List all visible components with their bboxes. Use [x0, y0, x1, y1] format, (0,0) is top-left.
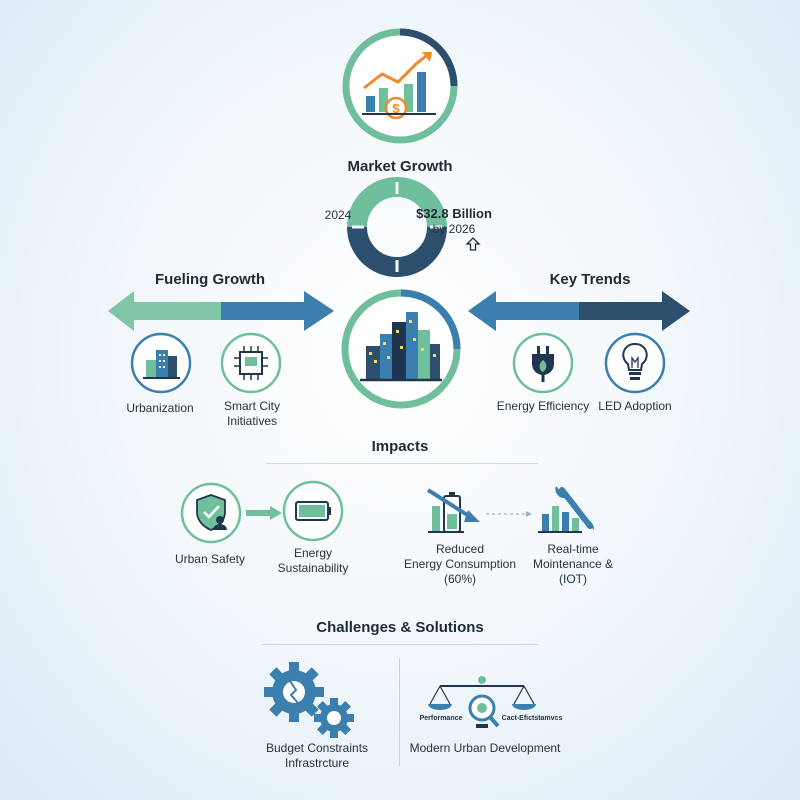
energy-sustainability-line1: Energy — [293, 546, 333, 560]
realtime-maintenance-line2: Mointenance & — [532, 557, 614, 571]
budget-constraints-line2: Infrastrcture — [284, 756, 350, 770]
fueling-growth-arrow — [108, 291, 334, 331]
scale-left-label: Performance — [419, 715, 463, 722]
challenges-vertical-divider — [399, 658, 400, 766]
dashed-connector — [486, 511, 532, 517]
smart-city-label-line1: Smart City — [223, 399, 280, 413]
urbanization-label: Urbanization — [126, 401, 194, 415]
fueling-growth-title: Fueling Growth — [155, 271, 265, 288]
battery-icon — [282, 480, 344, 542]
realtime-maintenance-line1: Real-time — [547, 542, 599, 556]
gears-icon — [264, 662, 354, 738]
led-adoption-label: LED Adoption — [598, 399, 672, 413]
budget-constraints-line1: Budget Constraints — [265, 741, 369, 755]
market-by-year: by 2026 — [432, 222, 476, 236]
svg-text:$: $ — [392, 101, 400, 116]
light-bulb-icon — [604, 332, 666, 394]
scale-right-label: Cact-Efictstamvcs — [501, 715, 563, 722]
reduced-energy-line2: Energy Consumption — [403, 557, 517, 571]
market-donut — [347, 177, 447, 277]
balance-scale-icon — [428, 676, 536, 728]
impacts-divider — [266, 463, 538, 464]
shield-person-icon — [180, 482, 242, 544]
smart-city-label-line2: Initiatives — [226, 414, 278, 428]
budget-constraints-label: Budget Constraints Infrastrcture — [252, 741, 382, 771]
key-trends-arrow — [468, 291, 690, 331]
buildings-icon — [130, 332, 192, 394]
market-growth-title: Market Growth — [347, 158, 453, 175]
flow-arrow-icon — [246, 506, 282, 520]
circuit-chip-icon — [220, 332, 282, 394]
impacts-title: Impacts — [371, 438, 429, 455]
realtime-maintenance-label: Real-time Mointenance & (IOT) — [518, 542, 628, 587]
reduced-energy-line3: (60%) — [443, 572, 476, 586]
energy-sustainability-line2: Sustainability — [277, 561, 349, 575]
challenges-title: Challenges & Solutions — [316, 619, 484, 636]
key-trends-title: Key Trends — [549, 271, 631, 288]
market-year-start: 2024 — [324, 208, 352, 222]
smart-city-skyline-icon — [341, 289, 461, 409]
reduced-energy-line1: Reduced — [435, 542, 485, 556]
market-value: $32.8 Billion — [416, 206, 492, 221]
urban-safety-label: Urban Safety — [174, 552, 246, 566]
smart-city-label: Smart City Initiatives — [200, 399, 304, 429]
reduced-energy-label: Reduced Energy Consumption (60%) — [398, 542, 522, 587]
up-arrow-icon — [465, 237, 481, 251]
realtime-maintenance-line3: (IOT) — [559, 572, 587, 586]
energy-efficiency-label: Energy Efficiency — [496, 399, 590, 413]
energy-sustainability-label: Energy Sustainability — [263, 546, 363, 576]
leaf-plug-icon — [512, 332, 574, 394]
market-growth-icon: $ — [342, 28, 458, 144]
modern-urban-label: Modern Urban Development — [409, 741, 561, 755]
challenges-divider — [262, 644, 538, 645]
wrench-bars-icon — [538, 486, 595, 533]
declining-bars-icon — [426, 488, 480, 533]
